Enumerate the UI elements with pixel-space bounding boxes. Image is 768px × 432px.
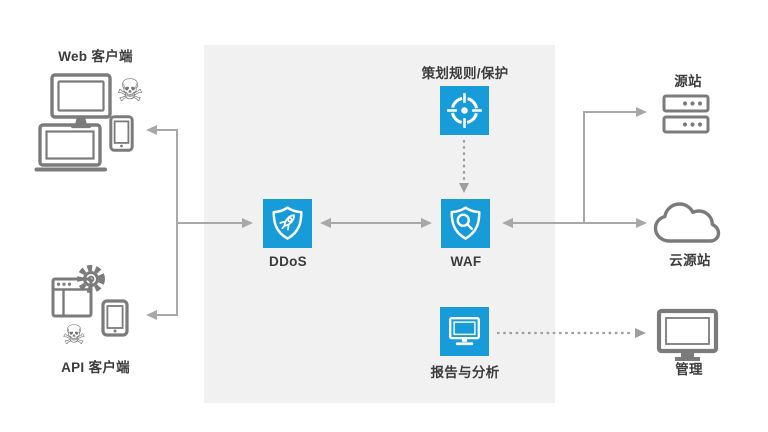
ddos-label: DDoS xyxy=(269,254,307,269)
management-monitor-icon xyxy=(656,308,719,361)
origin-label: 源站 xyxy=(674,74,702,89)
skull-icon: ☠ xyxy=(116,73,144,109)
arrow-to-waf-top xyxy=(459,183,469,193)
clients-connector-line xyxy=(157,129,244,316)
shield-rocket-icon xyxy=(272,206,303,240)
waf-label: WAF xyxy=(450,254,482,269)
policy-rules-label: 策划规则/保护 xyxy=(421,66,509,81)
management-label: 管理 xyxy=(675,362,703,377)
web-clients-label: Web 客户端 xyxy=(58,49,133,64)
smartphone-icon xyxy=(109,115,134,152)
arrow-to-web-clients xyxy=(146,125,157,135)
waf-tile xyxy=(441,199,490,248)
browser-gear-icon xyxy=(51,265,105,318)
ddos-protection-tile xyxy=(263,199,312,248)
skull-icon: ☠ xyxy=(61,320,87,351)
arrow-to-waf-right xyxy=(502,218,513,228)
arrow-to-management xyxy=(635,328,646,338)
cloud-origin-label: 云源站 xyxy=(669,253,711,268)
smartphone-icon xyxy=(101,299,129,337)
reporting-label: 报告与分析 xyxy=(430,365,500,380)
laptop-icon xyxy=(34,123,107,172)
arrow-to-cloud-origin xyxy=(636,218,647,228)
arrow-to-api-clients xyxy=(146,310,157,320)
arrow-to-ddos-right xyxy=(242,218,253,228)
server-stack-icon xyxy=(662,94,710,134)
cloud-icon xyxy=(653,202,721,243)
arrow-to-ddos-left xyxy=(320,218,331,228)
waf-origin-connector-line xyxy=(512,111,637,224)
policy-protection-tile xyxy=(440,86,489,135)
shield-magnifier-icon xyxy=(450,206,481,240)
api-clients-label: API 客户端 xyxy=(61,360,130,375)
target-icon xyxy=(447,93,482,128)
reporting-tile xyxy=(440,307,489,356)
monitor-icon xyxy=(449,317,480,346)
arrow-to-waf-left xyxy=(421,218,432,228)
arrow-to-origin xyxy=(636,107,647,117)
